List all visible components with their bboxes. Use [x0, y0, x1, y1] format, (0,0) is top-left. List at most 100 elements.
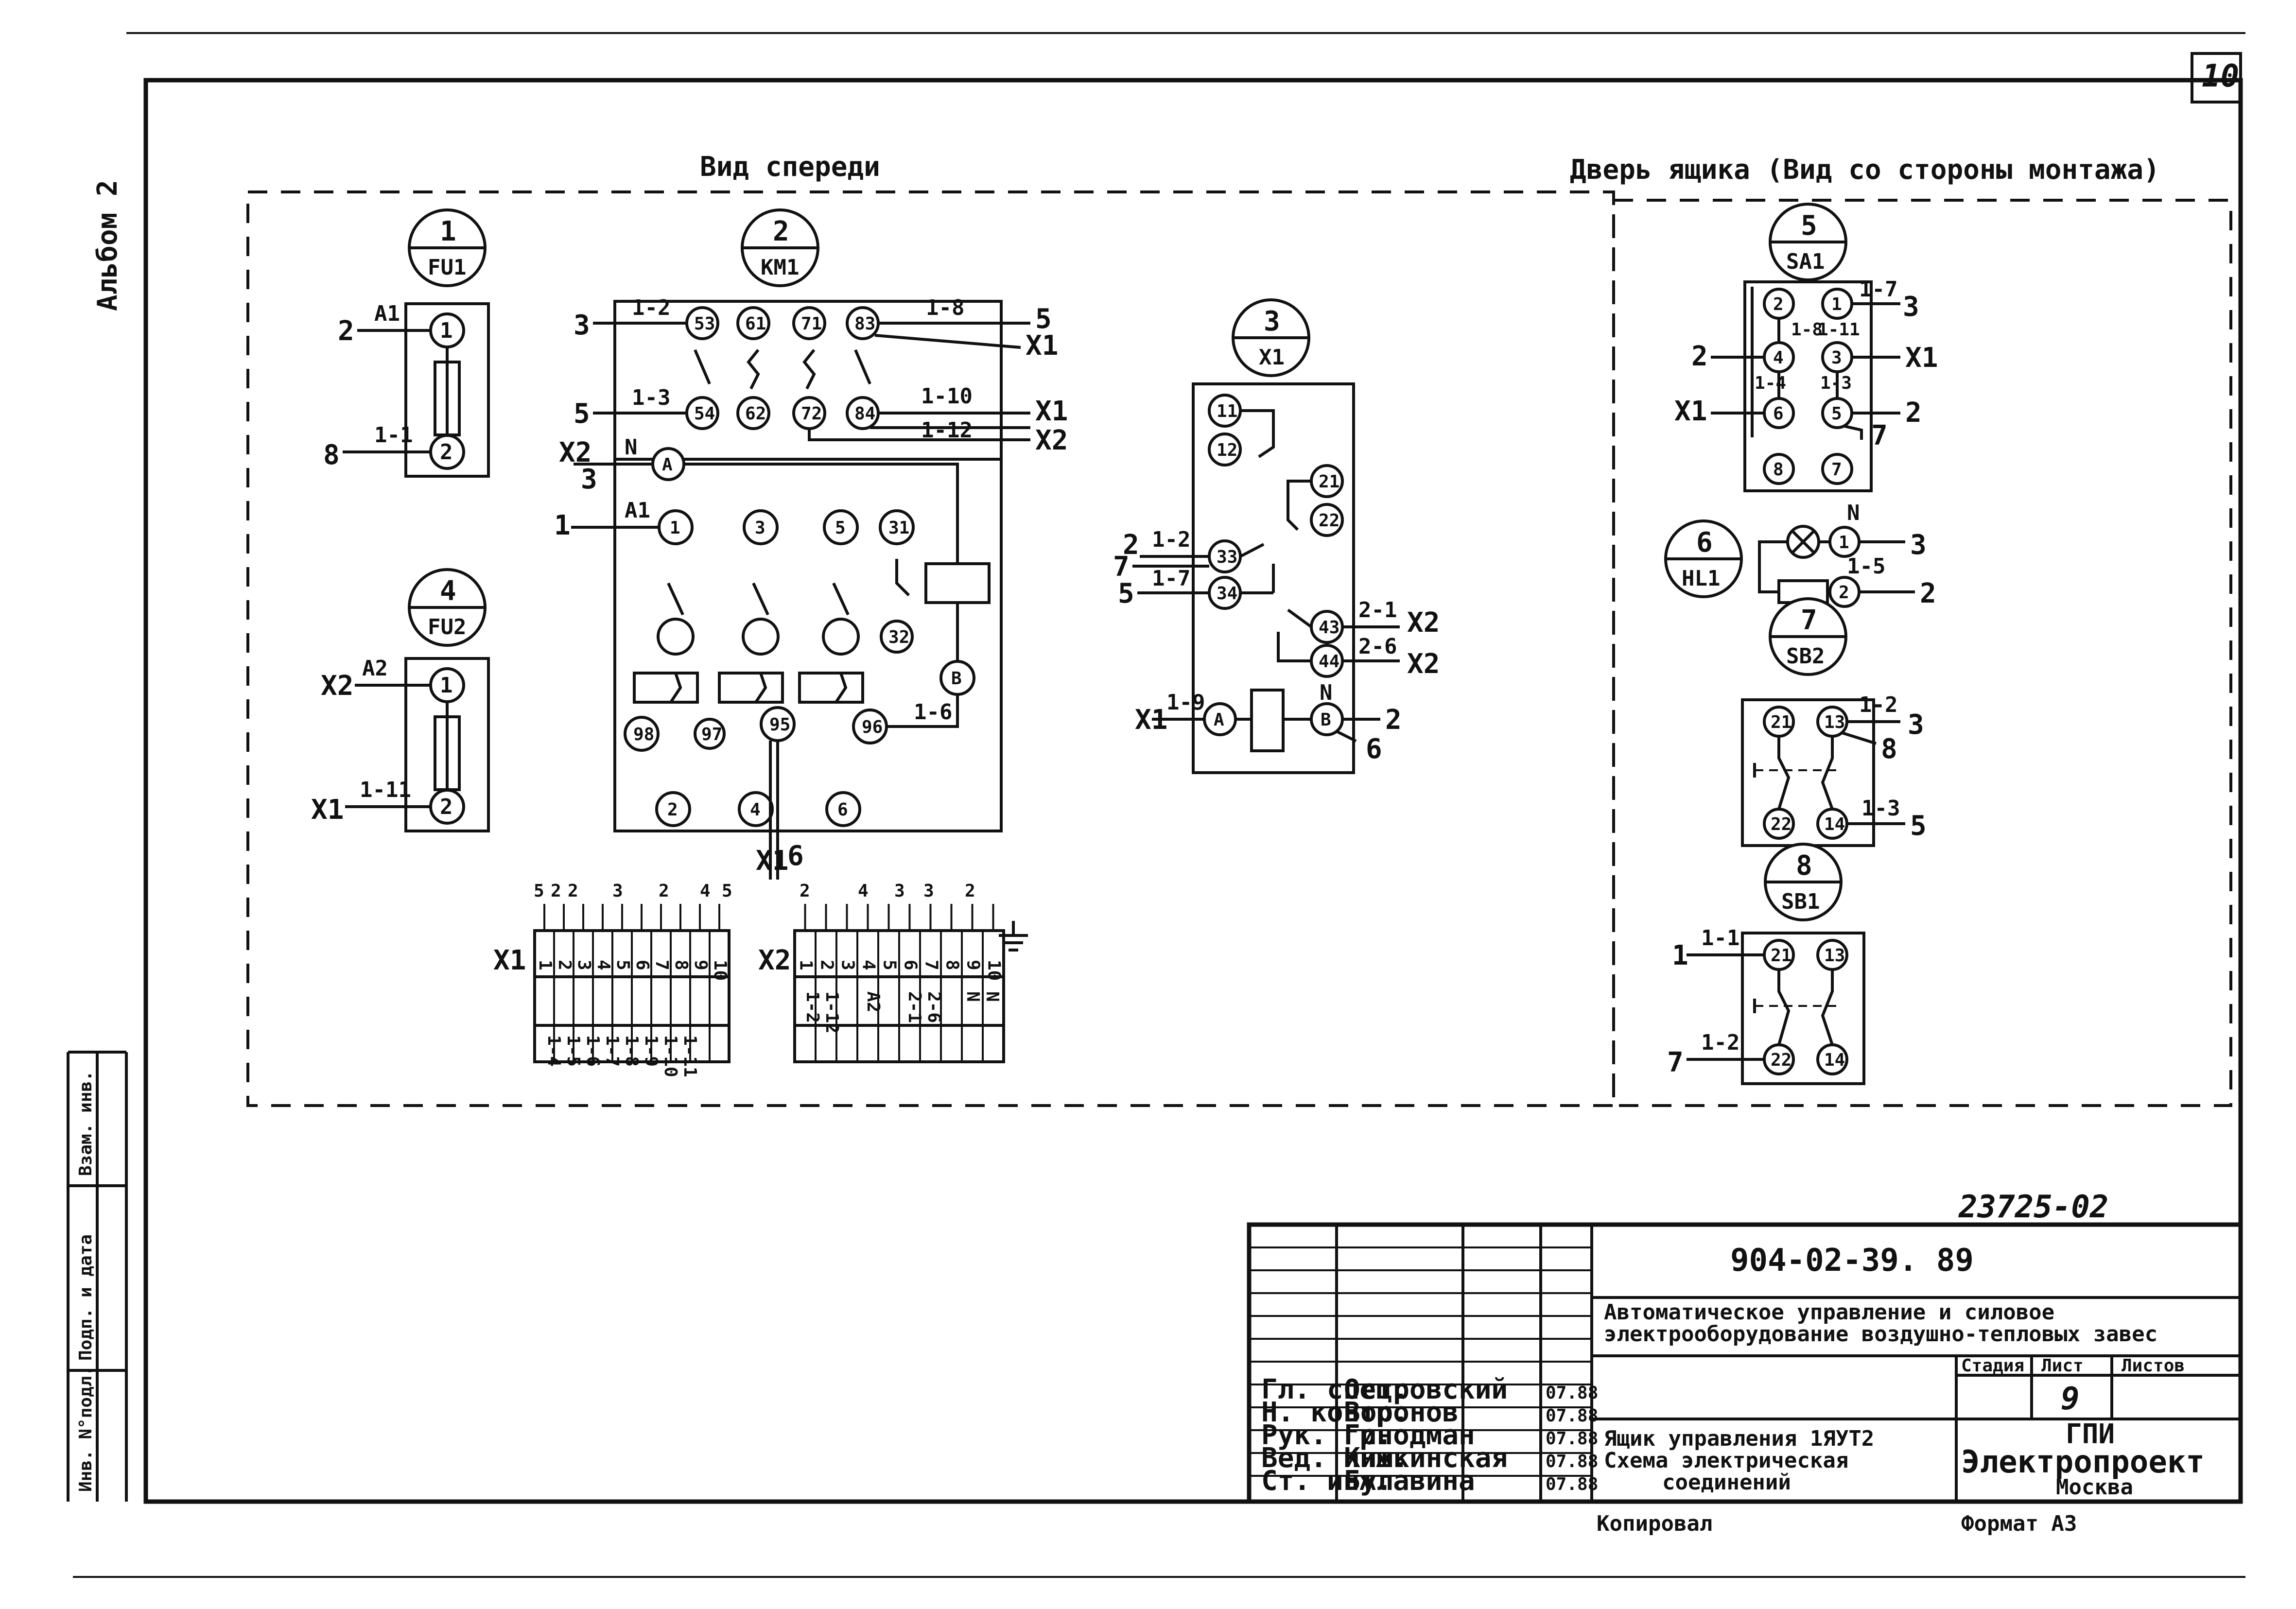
- position-number: 7: [1801, 605, 1817, 636]
- wire: [684, 463, 959, 564]
- nc-contact-icon: [802, 349, 816, 390]
- wire: [1277, 632, 1311, 662]
- wire-label: 1-3: [1820, 373, 1852, 393]
- strip-top-label: 5: [534, 881, 544, 901]
- terminal-label: 12: [1217, 440, 1237, 460]
- terminal-label: 11: [1217, 401, 1237, 421]
- terminal-label: B: [951, 669, 962, 689]
- signer-name: Кишкинская: [1344, 1442, 1508, 1474]
- strip-cell-number: 4: [593, 960, 613, 970]
- thermal-terminal: [624, 716, 660, 752]
- strip-cell-number: 5: [880, 960, 900, 970]
- terminal-label: 7: [1831, 460, 1842, 480]
- strip-top-label: 2: [800, 881, 810, 901]
- relay-body: [1192, 382, 1355, 774]
- door-view-boundary: [1612, 199, 2232, 1107]
- copied-by-label: Копировал: [1597, 1511, 1712, 1536]
- main-terminal: [738, 791, 774, 827]
- strip-cell-number: 4: [859, 960, 879, 970]
- strip-wire-label: 1-2: [802, 991, 822, 1023]
- wire: [1842, 731, 1877, 745]
- main-contact-icon: [667, 582, 684, 616]
- no-button-icon: [1821, 736, 1834, 810]
- signer-role: Н. контр.: [1261, 1397, 1409, 1428]
- strip-cell-number: 7: [922, 960, 941, 970]
- strip-cell-number: 9: [963, 960, 983, 970]
- wire-label: 2-1: [1358, 598, 1397, 623]
- wire-destination: 5: [1035, 303, 1052, 335]
- wire-destination: X2: [559, 437, 591, 468]
- wire-destination: X1: [311, 794, 344, 826]
- terminal-label: 2: [667, 800, 678, 820]
- device-sb2: 7 SB2 21 13 22 14 1-2 3 8 1-3 5: [1741, 597, 1927, 847]
- main-terminal: [879, 509, 915, 545]
- aux-terminal: [736, 306, 770, 340]
- signer-date: 07.88: [1546, 1406, 1598, 1426]
- thermal-element-icon: [798, 672, 864, 704]
- signer-name: Воронов: [1344, 1397, 1459, 1428]
- project-title-line1: Автоматическое управление и силовое: [1604, 1300, 2054, 1325]
- device-km1: 2 KM1 53 61 71 83 54 62 72 84 1-2 3 1-8 …: [554, 208, 1068, 880]
- nc-contact-icon: [747, 349, 760, 390]
- device-sb1: 8 SB1 21 13 22 14 1-1 1 1-2 7: [1667, 843, 1865, 1085]
- format-label: Формат А3: [1961, 1511, 2077, 1536]
- strip-cell-number: 9: [691, 960, 711, 970]
- nc-contact-icon: [895, 559, 910, 597]
- terminal-label: 6: [1773, 404, 1784, 424]
- door-view-title: Дверь ящика (Вид со стороны монтажа): [1570, 154, 2160, 186]
- wire-destination: 1: [554, 510, 571, 541]
- strip-wire-label: A2: [863, 991, 883, 1012]
- wire-label: N: [1847, 501, 1860, 525]
- wire-destination: X1: [1035, 396, 1068, 427]
- position-number: 2: [773, 216, 789, 247]
- wire-destination: X2: [321, 670, 353, 702]
- strip-top-label: 2: [551, 881, 561, 901]
- thermal-terminal: [694, 718, 726, 750]
- device-name: HL1: [1682, 566, 1720, 591]
- terminal-label: 83: [854, 314, 875, 334]
- terminal-label: 43: [1319, 618, 1339, 638]
- terminal-label: B: [1321, 710, 1331, 730]
- strip-cell-number: 1: [535, 960, 555, 970]
- wire-label: 1-4: [1755, 373, 1786, 393]
- terminal-label: 22: [1319, 511, 1339, 531]
- arc-chute-icon: [657, 618, 695, 656]
- device-name: X1: [1259, 345, 1285, 370]
- strip-wire-label: 1-4: [544, 1035, 564, 1067]
- device-fu1: 1 FU1 1 2 A1 1-1 2 8: [323, 208, 490, 478]
- terminal-label: 2: [1839, 583, 1849, 603]
- signer-role: Гл. спец.: [1261, 1374, 1409, 1405]
- terminal-label: 5: [1831, 404, 1842, 424]
- arc-chute-icon: [742, 618, 780, 656]
- no-contact-icon: [854, 349, 871, 385]
- strip-top-label: 2: [568, 881, 578, 901]
- strip-top-label: 2: [659, 881, 669, 901]
- terminal-label: 4: [750, 800, 761, 820]
- thermal-element-icon: [633, 672, 699, 704]
- main-terminal: [825, 791, 861, 827]
- wire-destination: X1: [1905, 342, 1938, 374]
- wire-destination: X1: [1135, 704, 1167, 736]
- terminal-label: 1: [440, 673, 453, 698]
- terminal-label: 4: [1773, 348, 1784, 368]
- title-block-frame: [1247, 1222, 2243, 1504]
- wire: [887, 694, 959, 728]
- contactor-body: [613, 300, 1003, 832]
- wire-label: 2-6: [1358, 634, 1397, 659]
- front-view-title: Вид спереди: [700, 151, 880, 183]
- strip-cell-number: 6: [901, 960, 921, 970]
- terminal-label: 95: [769, 715, 790, 735]
- sheet-number: 9: [2061, 1381, 2080, 1417]
- sheet-title-line3: соединений: [1662, 1470, 1791, 1495]
- wire-label: 1-11: [360, 778, 411, 802]
- wire-destination: X1: [1674, 396, 1707, 427]
- strip-cell-number: 3: [838, 960, 858, 970]
- terminal-label: 72: [801, 404, 822, 424]
- signer-name: Булавина: [1344, 1465, 1475, 1497]
- wire-destination: 2: [1691, 341, 1708, 372]
- terminal-label: A: [662, 455, 673, 475]
- terminal-label: 22: [1771, 1050, 1792, 1070]
- terminal-label: 5: [835, 518, 846, 538]
